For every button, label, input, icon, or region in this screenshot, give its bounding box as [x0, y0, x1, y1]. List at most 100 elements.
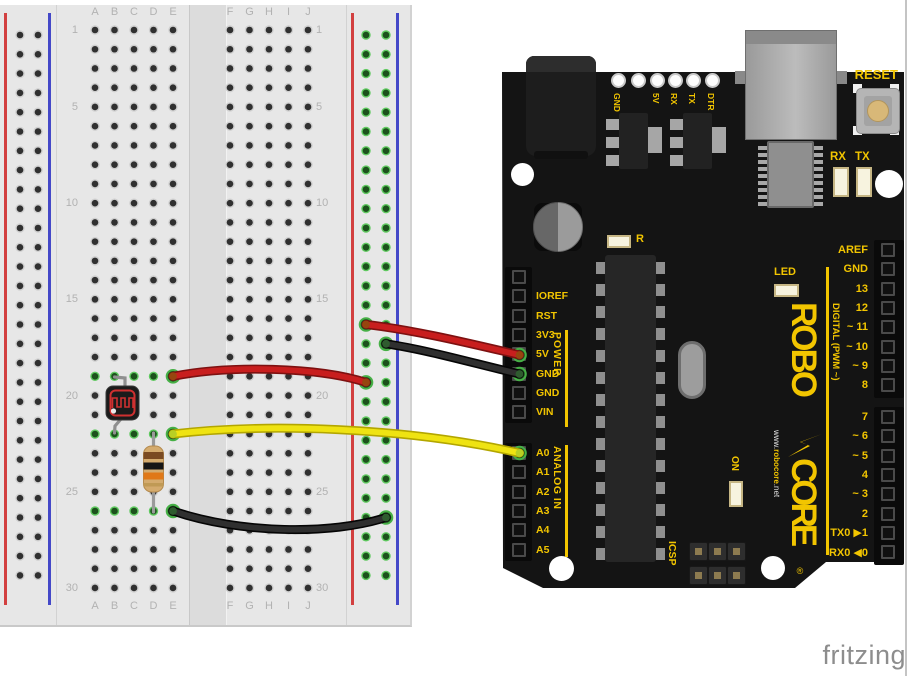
serial-pad[interactable] — [667, 72, 683, 88]
icsp-pin[interactable] — [726, 565, 746, 585]
serial-pad-label-gnd: GND — [612, 93, 622, 112]
reset-button-cap[interactable] — [867, 100, 889, 122]
serial-pad[interactable] — [610, 72, 626, 88]
digital-pin[interactable] — [881, 525, 895, 540]
icsp-label: ICSP — [666, 541, 678, 566]
mcu-pin — [656, 350, 665, 362]
capacitor — [533, 202, 583, 252]
column-letter: A — [91, 600, 99, 612]
digital-pin[interactable] — [881, 545, 895, 560]
digital-pin[interactable] — [881, 487, 895, 502]
pin-label-aref: AREF — [838, 244, 868, 256]
mcu-pin — [596, 438, 605, 450]
mcu-chip — [605, 255, 656, 562]
analog-pin[interactable] — [512, 542, 526, 557]
row-number: 30 — [316, 581, 329, 594]
usb-chip-pin — [758, 188, 767, 192]
power-pin[interactable] — [512, 327, 526, 342]
mcu-pin — [656, 548, 665, 560]
usb-chip-pin — [814, 174, 823, 178]
analog-header — [505, 443, 532, 561]
tx-led — [856, 167, 872, 197]
power-section-label: POWER — [551, 332, 563, 377]
mcu-pin — [596, 526, 605, 538]
digital-pin[interactable] — [881, 410, 895, 424]
column-letter: I — [286, 600, 291, 612]
pin-label-3v3: 3V3 — [536, 328, 555, 341]
analog-pin[interactable] — [512, 446, 526, 460]
row-number: 10 — [316, 197, 329, 210]
power-pin[interactable] — [512, 385, 526, 400]
analog-pin[interactable] — [512, 484, 526, 499]
analog-pin[interactable] — [512, 503, 526, 518]
row-number: 15 — [65, 293, 78, 306]
column-letter: E — [169, 6, 177, 18]
icsp-pin[interactable] — [707, 565, 727, 585]
serial-pad[interactable] — [649, 72, 665, 88]
power-pin[interactable] — [512, 289, 526, 304]
digital-pin[interactable] — [881, 467, 895, 482]
regulator1-pad — [606, 155, 620, 166]
analog-pin[interactable] — [512, 465, 526, 480]
serial-pad[interactable] — [630, 72, 646, 88]
usb-chip-pin — [814, 153, 823, 157]
brand-url-www: www. — [772, 430, 781, 450]
pin-label-10: ~ 10 — [846, 340, 868, 353]
mcu-pin — [596, 284, 605, 296]
brand-url: www.robocore.net — [772, 430, 781, 497]
column-letter: B — [110, 600, 119, 612]
digital-pin[interactable] — [881, 281, 895, 296]
analog-section-label: ANALOG IN — [551, 446, 563, 510]
row-number: 5 — [71, 100, 78, 113]
icsp-pin[interactable] — [688, 565, 708, 585]
tx-label: TX — [855, 151, 870, 163]
digital-pin[interactable] — [881, 300, 895, 315]
icsp-pin[interactable] — [688, 541, 708, 561]
brand-logo-bottom: CORE — [784, 458, 823, 544]
pin-label-a1: A1 — [536, 466, 550, 479]
pin-label-8: 8 — [861, 379, 868, 392]
power-pin[interactable] — [512, 308, 526, 323]
mcu-pin — [656, 394, 665, 406]
digital-pin[interactable] — [881, 378, 895, 393]
power-barrel-jack — [526, 56, 596, 156]
digital-pin[interactable] — [881, 429, 895, 444]
digital-pin[interactable] — [881, 320, 895, 335]
digital-pin[interactable] — [881, 448, 895, 463]
power-pin[interactable] — [512, 405, 526, 420]
power-pin[interactable] — [512, 270, 526, 284]
led13-label: LED — [774, 266, 796, 278]
brand-logo-top: ROBO — [784, 302, 823, 395]
row-number: 5 — [316, 100, 323, 113]
mcu-pin — [596, 460, 605, 472]
mcu-pin — [656, 526, 665, 538]
digital-pin[interactable] — [881, 358, 895, 373]
pin-label-rst: RST — [536, 309, 557, 322]
usb-connector-cap — [746, 31, 836, 44]
column-letter: D — [149, 6, 158, 18]
serial-pad[interactable] — [685, 72, 701, 88]
analog-pin[interactable] — [512, 523, 526, 538]
usb-chip-pin — [814, 188, 823, 192]
serial-pad-label-tx: TX — [687, 93, 697, 104]
digital-pin[interactable] — [881, 506, 895, 521]
power-pin[interactable] — [512, 366, 526, 381]
icsp-pin[interactable] — [726, 541, 746, 561]
serial-pad[interactable] — [704, 72, 720, 88]
digital-pin[interactable] — [881, 339, 895, 354]
column-letter: I — [286, 6, 291, 18]
mcu-pin — [656, 284, 665, 296]
power-pin[interactable] — [512, 347, 526, 362]
row-number: 20 — [65, 389, 78, 402]
pin-label-gnd: GND — [536, 367, 560, 380]
digital-pin[interactable] — [881, 243, 895, 257]
mcu-pin — [656, 460, 665, 472]
digital-pin[interactable] — [881, 262, 895, 277]
reset-label: RESET — [854, 67, 898, 82]
mcu-pin — [596, 482, 605, 494]
pin-label-3: ~ 3 — [852, 488, 868, 501]
icsp-pin[interactable] — [707, 541, 727, 561]
pin-label-a3: A3 — [536, 504, 550, 517]
